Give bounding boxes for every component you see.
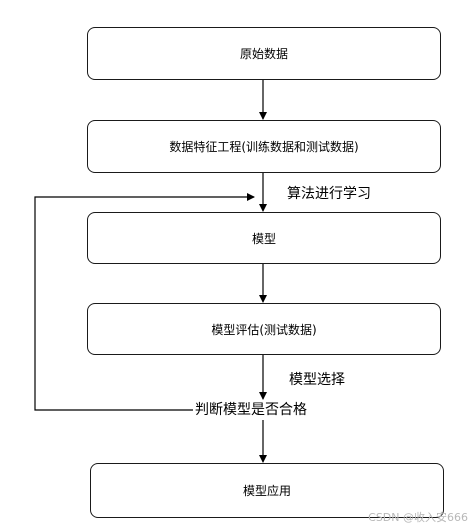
judge-qualified-label: 判断模型是否合格 bbox=[195, 402, 307, 418]
algorithm-learning-label: 算法进行学习 bbox=[287, 186, 371, 202]
model-evaluation-node: 模型评估(测试数据) bbox=[87, 303, 441, 355]
feature-engineering-node: 数据特征工程(训练数据和测试数据) bbox=[87, 120, 441, 173]
feedback-loop-line bbox=[34, 193, 255, 411]
watermark: CSDN @收入安666 bbox=[368, 511, 468, 524]
feature-engineering-label: 数据特征工程(训练数据和测试数据) bbox=[169, 140, 359, 154]
model-label: 模型 bbox=[251, 231, 276, 246]
model-evaluation-label: 模型评估(测试数据) bbox=[211, 322, 317, 337]
raw-data-label: 原始数据 bbox=[239, 47, 288, 61]
model-application-node: 模型应用 bbox=[90, 463, 444, 518]
raw-data-node: 原始数据 bbox=[87, 27, 441, 80]
model-application-label: 模型应用 bbox=[242, 484, 291, 498]
model-selection-label: 模型选择 bbox=[289, 372, 345, 388]
model-node: 模型 bbox=[87, 212, 441, 264]
